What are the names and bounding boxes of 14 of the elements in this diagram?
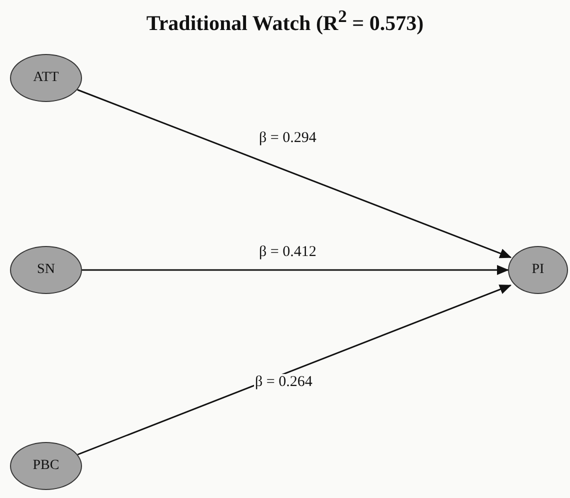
construct-ellipse xyxy=(10,54,82,102)
edge-label: β = 0.294 xyxy=(258,130,318,147)
construct-ellipse xyxy=(10,442,82,490)
arrow xyxy=(77,89,512,258)
edge-label: β = 0.412 xyxy=(258,244,318,261)
node-label: SN xyxy=(37,262,55,278)
arrow xyxy=(77,284,512,456)
node-label: ATT xyxy=(33,70,59,86)
edge-label: β = 0.264 xyxy=(254,374,314,391)
node-label: PBC xyxy=(32,458,60,474)
construct-ellipse xyxy=(508,246,568,294)
node-label: PI xyxy=(532,262,544,278)
title: Traditional Watch (R$^{2}$ = 0.573) xyxy=(146,11,424,35)
arrow xyxy=(82,265,509,275)
